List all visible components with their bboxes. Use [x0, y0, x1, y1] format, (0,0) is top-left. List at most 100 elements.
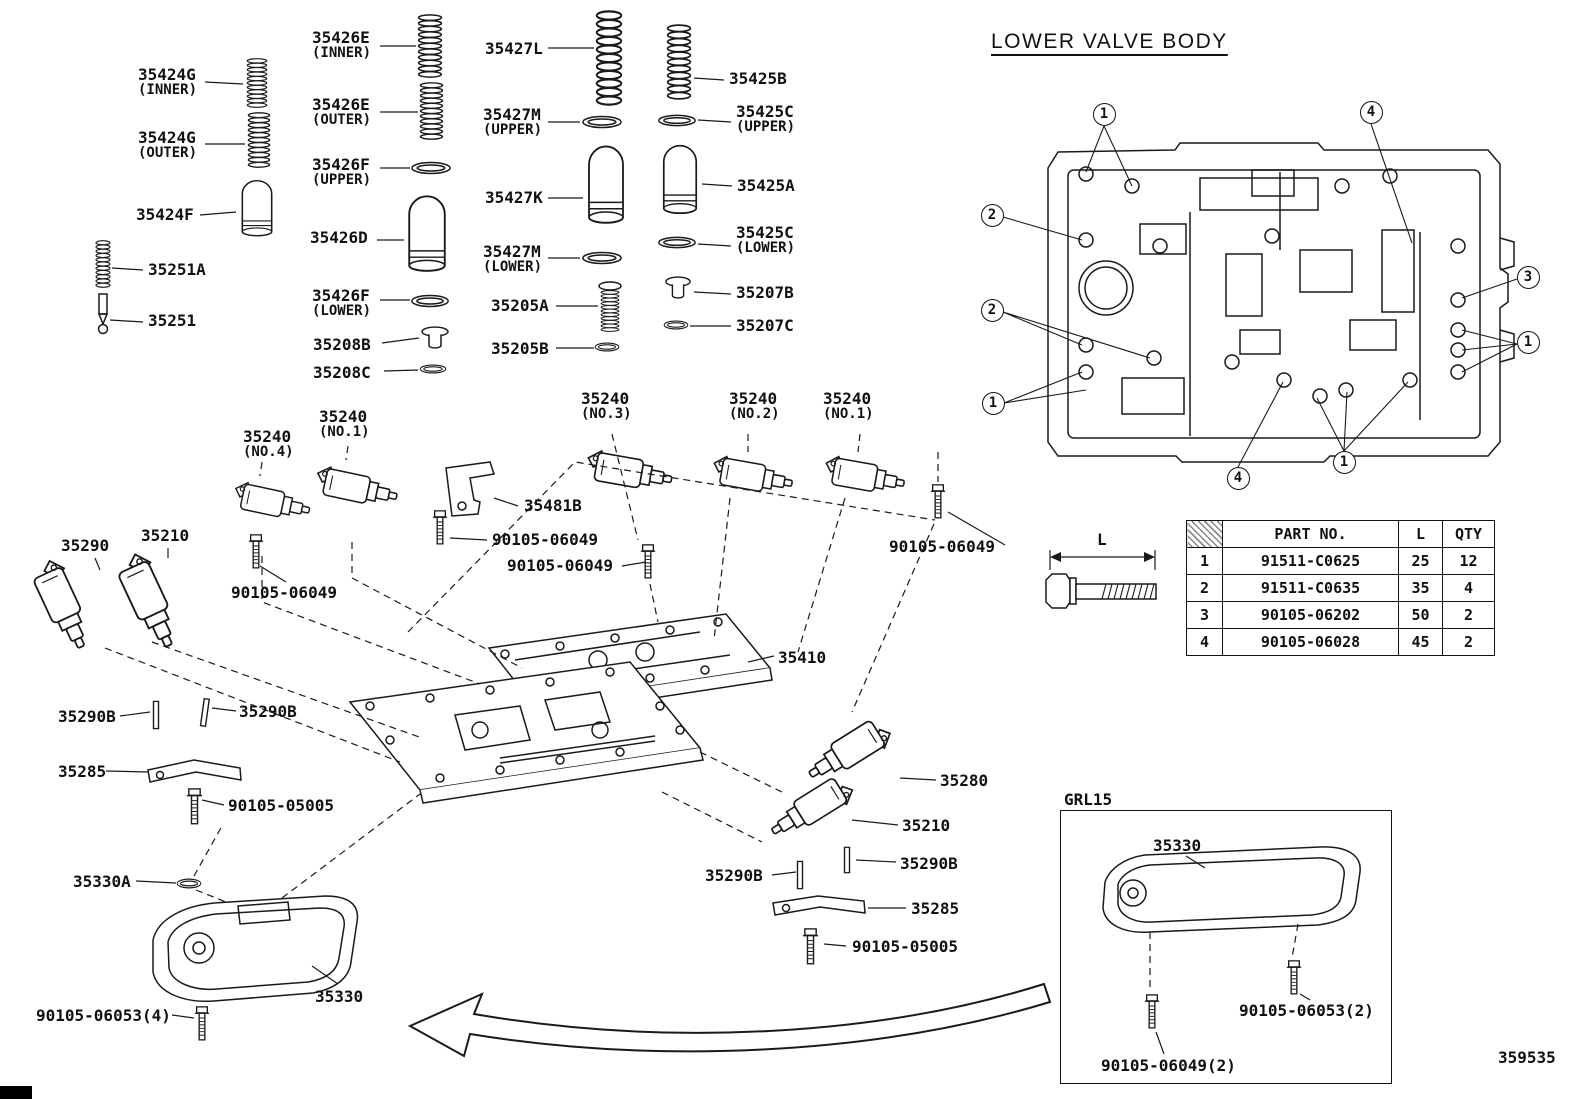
label-90105-06053-4-: 90105-06053(4) — [36, 1006, 171, 1025]
label-35290: 35290 — [61, 536, 110, 555]
bolt-length-diagram — [1045, 550, 1157, 609]
label-35210: 35210 — [141, 526, 190, 545]
row-num: 3 — [1186, 601, 1223, 629]
callout-leader-lines — [1002, 123, 1518, 468]
callout-4: 4 — [1359, 100, 1383, 124]
label-35240: 35240(NO.2) — [729, 389, 780, 423]
oil-strainer-35330 — [152, 895, 359, 1002]
label-35427k: 35427K — [485, 188, 543, 207]
retainer-strips — [147, 759, 866, 916]
label-35425c: 35425C(UPPER) — [736, 102, 796, 136]
grl15-strainer — [1102, 846, 1361, 934]
part-no: 90105-06202 — [1222, 601, 1399, 629]
label-35426f: 35426F(LOWER) — [312, 286, 372, 320]
label-35290b: 35290B — [58, 707, 116, 726]
label-35425c: 35425C(LOWER) — [736, 223, 796, 257]
assembly-dashed-lines — [104, 433, 1299, 992]
part-no: 90105-06028 — [1222, 628, 1399, 656]
label-90105-05005: 90105-05005 — [852, 937, 958, 956]
label-35285: 35285 — [58, 762, 107, 781]
label-35425a: 35425A — [737, 176, 795, 195]
table-corner-hatch — [1186, 520, 1223, 548]
label-90105-06049: 90105-06049 — [492, 530, 598, 549]
label-leader-lines — [94, 45, 1311, 1055]
length: 45 — [1398, 628, 1443, 656]
label-35208c: 35208C — [313, 363, 371, 382]
part-no: 91511-C0625 — [1222, 547, 1399, 575]
label-35426e: 35426E(INNER) — [312, 28, 372, 62]
label-35240: 35240(NO.4) — [243, 427, 294, 461]
qty: 4 — [1442, 574, 1495, 602]
row-num: 2 — [1186, 574, 1223, 602]
label-35290b: 35290B — [705, 866, 763, 885]
bolt-length-label: L — [1097, 530, 1107, 549]
callout-3: 3 — [1516, 265, 1540, 289]
label-35426e: 35426E(OUTER) — [312, 95, 372, 129]
valve-35251 — [97, 293, 109, 335]
qty: 12 — [1442, 547, 1495, 575]
label-35426f: 35426F(UPPER) — [312, 155, 372, 189]
label-35290b: 35290B — [239, 702, 297, 721]
callout-1: 1 — [1092, 102, 1116, 126]
linear-solenoids-left — [27, 549, 187, 655]
label-35251a: 35251A — [148, 260, 206, 279]
row-num: 4 — [1186, 628, 1223, 656]
callout-1: 1 — [1332, 450, 1356, 474]
label-35240: 35240(NO.1) — [823, 389, 874, 423]
valve-body-lower-plate — [348, 661, 704, 804]
springs-and-pistons-group — [95, 10, 698, 374]
qty: 2 — [1442, 601, 1495, 629]
grl15-inset-box — [1060, 810, 1392, 1084]
label-35427m: 35427M(LOWER) — [483, 242, 543, 276]
label-35427l: 35427L — [485, 39, 543, 58]
label-35240: 35240(NO.1) — [319, 407, 370, 441]
label-35207b: 35207B — [736, 283, 794, 302]
label-90105-06049: 90105-06049 — [507, 556, 613, 575]
label-35424g: 35424G(OUTER) — [138, 128, 198, 162]
label-35205b: 35205B — [491, 339, 549, 358]
label-35425b: 35425B — [729, 69, 787, 88]
callout-2: 2 — [980, 298, 1004, 322]
col-part-no: PART NO. — [1222, 520, 1399, 548]
label-90105-06049-2-: 90105-06049(2) — [1101, 1056, 1236, 1075]
direction-arrow — [407, 982, 1052, 1058]
label-35290b: 35290B — [900, 854, 958, 873]
part-no: 91511-C0635 — [1222, 574, 1399, 602]
label-35410: 35410 — [778, 648, 827, 667]
label-90105-06053-2-: 90105-06053(2) — [1239, 1001, 1374, 1020]
label-35481b: 35481B — [524, 496, 582, 515]
col-length: L — [1398, 520, 1443, 548]
callout-4: 4 — [1226, 466, 1250, 490]
label-35424g: 35424G(INNER) — [138, 65, 198, 99]
oring-35330a — [176, 878, 202, 889]
label-35427m: 35427M(UPPER) — [483, 105, 543, 139]
qty: 2 — [1442, 628, 1495, 656]
callout-1: 1 — [981, 391, 1005, 415]
corner-mark — [0, 1086, 32, 1099]
drawing-number: 359535 — [1498, 1048, 1556, 1067]
callout-1: 1 — [1516, 330, 1540, 354]
label-90105-06049: 90105-06049 — [889, 537, 995, 556]
label-35280: 35280 — [940, 771, 989, 790]
label-35285: 35285 — [911, 899, 960, 918]
col-qty: QTY — [1442, 520, 1495, 548]
parts-table-header-row: PART NO. L QTY — [1186, 520, 1495, 548]
lower-valve-body-top-view — [1047, 142, 1515, 463]
diagram-title: LOWER VALVE BODY — [991, 30, 1228, 53]
label-35210: 35210 — [902, 816, 951, 835]
length: 35 — [1398, 574, 1443, 602]
label-35330a: 35330A — [73, 872, 131, 891]
label-35207c: 35207C — [736, 316, 794, 335]
length: 25 — [1398, 547, 1443, 575]
label-90105-05005: 90105-05005 — [228, 796, 334, 815]
bracket-35481b — [445, 461, 495, 517]
label-35208b: 35208B — [313, 335, 371, 354]
label-35330: 35330 — [315, 987, 364, 1006]
length: 50 — [1398, 601, 1443, 629]
